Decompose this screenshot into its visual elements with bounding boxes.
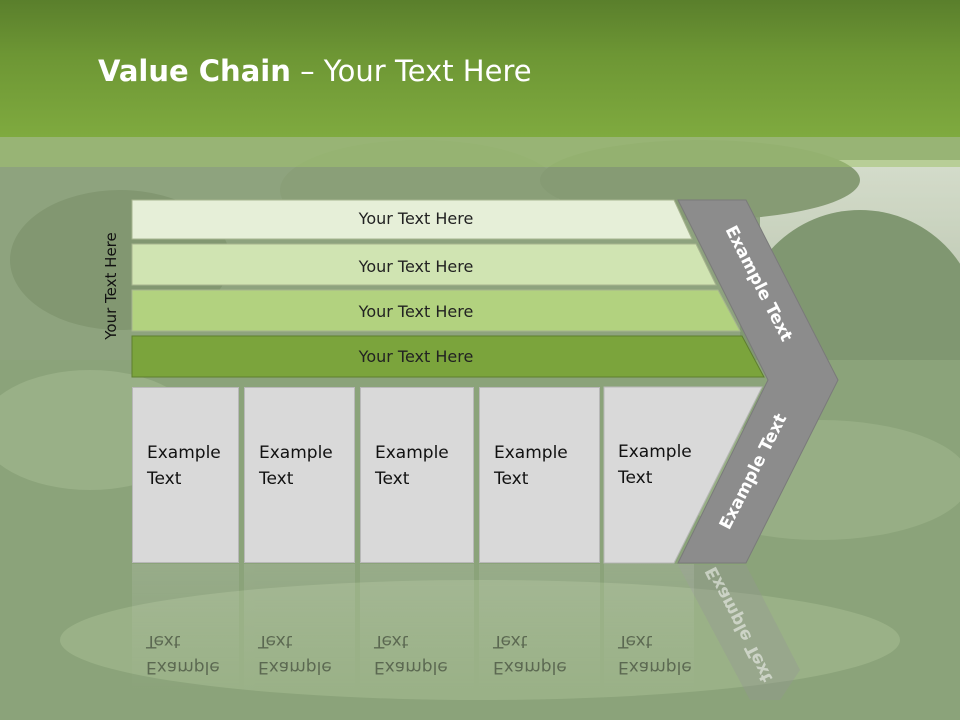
box-3-line1: Example xyxy=(375,443,449,463)
bar-4-label: Your Text Here xyxy=(358,347,474,366)
bar-1-label: Your Text Here xyxy=(358,209,474,228)
box-5-reflection: Example Text xyxy=(604,564,694,694)
box-4-reflection: Example Text xyxy=(479,564,600,694)
box-3-reflection: Example Text xyxy=(360,564,474,694)
bar-4 xyxy=(131,335,765,378)
box-4-line2: Text xyxy=(494,469,529,489)
box-2-reflection-line1: Example xyxy=(258,657,332,677)
chevron-reflection xyxy=(678,565,800,700)
box-5-line1: Example xyxy=(618,442,692,462)
bar-3 xyxy=(131,289,741,332)
chevron-arrow xyxy=(677,199,839,564)
box-4-reflection-line2: Text xyxy=(493,631,528,651)
bar-2-label: Your Text Here xyxy=(358,257,474,276)
title-bold: Value Chain xyxy=(98,54,291,88)
box-2-reflection: Example Text xyxy=(244,564,355,694)
box-5-reflection-line1: Example xyxy=(618,657,692,677)
box-1-line1: Example xyxy=(147,443,221,463)
box-1-reflection: Example Text xyxy=(132,564,239,694)
box-4-line1: Example xyxy=(494,443,568,463)
bar-3-label: Your Text Here xyxy=(358,302,474,321)
box-3-reflection-line1: Example xyxy=(374,657,448,677)
box-3-line2: Text xyxy=(375,469,410,489)
box-2-line1: Example xyxy=(259,443,333,463)
box-3-reflection-line2: Text xyxy=(374,631,409,651)
box-5-reflection-line2: Text xyxy=(618,631,653,651)
slide-title: Value Chain – Your Text Here xyxy=(98,54,532,88)
box-4-reflection-line1: Example xyxy=(493,657,567,677)
box-1-reflection-line2: Text xyxy=(146,631,181,651)
box-2-line2: Text xyxy=(259,469,294,489)
box-1-reflection-line1: Example xyxy=(146,657,220,677)
box-5-slant xyxy=(603,386,763,564)
box-1-line2: Text xyxy=(147,469,182,489)
bar-2 xyxy=(131,243,717,286)
title-rest: – Your Text Here xyxy=(290,54,532,88)
header-band xyxy=(0,0,960,137)
box-5-line2: Text xyxy=(618,468,653,488)
box-2-reflection-line2: Text xyxy=(258,631,293,651)
bar-1 xyxy=(131,199,693,240)
header-strip xyxy=(0,137,960,167)
